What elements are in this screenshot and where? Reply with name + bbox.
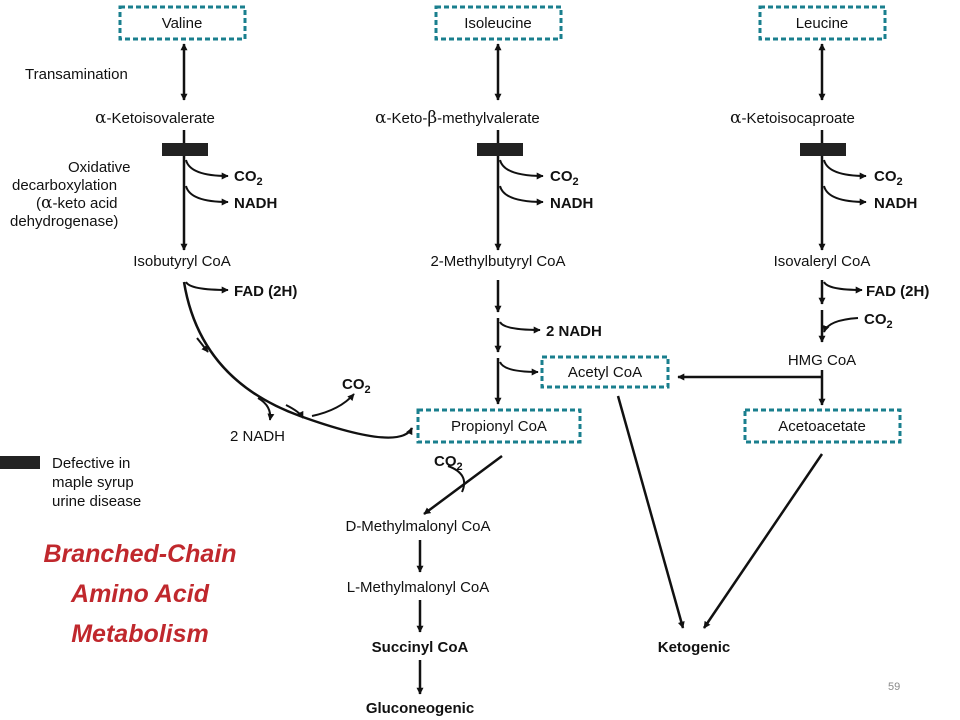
nadh-label-leucine: NADH xyxy=(874,195,917,212)
isoleucine-box xyxy=(434,5,563,41)
transamination-label: Transamination xyxy=(25,66,128,83)
nadh-branch-valine xyxy=(185,185,229,206)
co2-label-leucine-2: CO2 xyxy=(864,311,893,331)
enzyme-note-line3: (α-keto acid xyxy=(36,193,118,213)
valine-curve-tick-1 xyxy=(196,337,209,353)
enzyme-note-line2: decarboxylation xyxy=(12,177,117,194)
slide-title-line3: Metabolism xyxy=(71,620,209,648)
co2-branch-isoleucine xyxy=(499,159,544,180)
isoleucine-label: Isoleucine xyxy=(464,15,532,32)
isovaleryl-coa-label: Isovaleryl CoA xyxy=(774,253,871,270)
valine-to-propionyl-arrow xyxy=(182,281,414,439)
acetyl-coa-label: Acetyl CoA xyxy=(568,364,642,381)
nadh-branch-valine-3 xyxy=(285,404,304,419)
slide-title-line1: Branched-Chain xyxy=(43,540,236,568)
co2-branch-leucine xyxy=(823,159,867,180)
nadh-label-isoleucine: NADH xyxy=(550,195,593,212)
co2-branch-propionyl xyxy=(311,393,355,417)
leucine-box xyxy=(758,5,887,41)
co2-label-leucine: CO2 xyxy=(874,168,903,188)
legend-defect-swatch xyxy=(0,456,40,469)
two-nadh-branch-isoleucine xyxy=(499,321,541,334)
nadh-branch-leucine xyxy=(823,185,867,206)
acetoacetate-to-ketogenic-arrow xyxy=(702,453,824,629)
nadh-label-valine: NADH xyxy=(234,195,277,212)
co2-branch-valine xyxy=(185,159,229,180)
isobutyryl-coa-label: Isobutyryl CoA xyxy=(133,253,231,270)
msud-defect-bar-isoleucine xyxy=(477,143,523,156)
legend-line2: maple syrup xyxy=(52,474,134,491)
enzyme-note-line1: Oxidative xyxy=(68,159,131,176)
nadh-branch-isoleucine xyxy=(499,185,544,206)
methylbutyryl-coa-label: 2-Methylbutyryl CoA xyxy=(430,253,565,270)
nadh-branch-valine-2 xyxy=(257,397,275,421)
slide-title-line2: Amino Acid xyxy=(70,580,210,608)
acetoacetate-box xyxy=(743,408,902,444)
co2-label-isoleucine: CO2 xyxy=(550,168,579,188)
two-nadh-label-isoleucine: 2 NADH xyxy=(546,323,602,340)
l-methylmalonyl-coa-label: L-Methylmalonyl CoA xyxy=(347,579,490,596)
alpha-ketoisocaproate-label: α-Ketoisocaproate xyxy=(730,108,855,128)
acetyl-to-ketogenic-arrow xyxy=(616,395,685,629)
succinyl-coa-label: Succinyl CoA xyxy=(372,639,469,656)
co2-label-valine: CO2 xyxy=(234,168,263,188)
alpha-keto-beta-methylvalerate-label: α-Keto-β-methylvalerate xyxy=(375,108,540,128)
two-nadh-label-valine: 2 NADH xyxy=(230,428,285,445)
co2-label-methylmalonyl: CO2 xyxy=(434,453,463,473)
valine-label: Valine xyxy=(162,15,203,32)
msud-defect-bar-valine xyxy=(162,143,208,156)
leucine-label: Leucine xyxy=(796,15,849,32)
acetyl-coa-box xyxy=(540,355,670,389)
acetyl-branch-isoleucine xyxy=(499,361,539,376)
fad-branch-valine xyxy=(185,281,229,294)
alpha-ketoisovalerate-label: α-Ketoisovalerate xyxy=(95,108,215,128)
ketogenic-label: Ketogenic xyxy=(658,639,731,656)
enzyme-note-line4: dehydrogenase) xyxy=(10,213,118,230)
propionyl-coa-label: Propionyl CoA xyxy=(451,418,547,435)
co2-branch-methylmalonyl xyxy=(447,465,466,493)
co2-branch-leucine-2 xyxy=(822,317,859,333)
propionyl-coa-box xyxy=(416,408,582,444)
legend-line1: Defective in xyxy=(52,455,130,472)
propionyl-to-methylmalonyl-arrow xyxy=(423,454,503,516)
slide-number: 59 xyxy=(888,681,900,693)
fad-label-leucine: FAD (2H) xyxy=(866,283,929,300)
fad-branch-leucine xyxy=(823,281,863,294)
d-methylmalonyl-coa-label: D-Methylmalonyl CoA xyxy=(345,518,490,535)
valine-box xyxy=(118,5,247,41)
fad-label-valine: FAD (2H) xyxy=(234,283,297,300)
co2-label-propionyl: CO2 xyxy=(342,376,371,396)
msud-defect-bar-leucine xyxy=(800,143,846,156)
gluconeogenic-label: Gluconeogenic xyxy=(366,700,474,717)
hmg-coa-label: HMG CoA xyxy=(788,352,856,369)
legend-line3: urine disease xyxy=(52,493,141,510)
acetoacetate-label: Acetoacetate xyxy=(778,418,866,435)
